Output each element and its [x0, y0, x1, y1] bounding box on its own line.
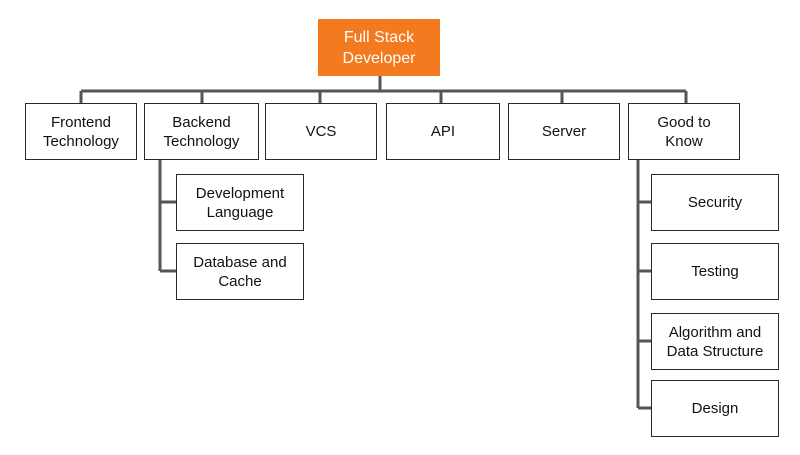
child-label: Algorithm and Data Structure: [666, 323, 764, 360]
category-good-to-know: Good to Know: [628, 103, 740, 160]
root-node-full-stack-developer: Full Stack Developer: [318, 19, 440, 76]
child-design: Design: [651, 380, 779, 437]
category-label: Frontend Technology: [43, 113, 119, 150]
child-label: Testing: [691, 263, 739, 280]
child-label: Design: [691, 400, 739, 417]
category-backend-technology: Backend Technology: [144, 103, 259, 160]
category-label: Server: [541, 123, 587, 140]
category-label: Good to Know: [657, 113, 711, 150]
child-testing: Testing: [651, 243, 779, 300]
category-label: VCS: [305, 123, 337, 140]
category-label: Backend Technology: [163, 113, 240, 150]
root-node-label: Full Stack Developer: [342, 28, 416, 67]
category-frontend-technology: Frontend Technology: [25, 103, 137, 160]
category-api: API: [386, 103, 500, 160]
child-security: Security: [651, 174, 779, 231]
category-vcs: VCS: [265, 103, 377, 160]
child-algorithm-and-data-structure: Algorithm and Data Structure: [651, 313, 779, 370]
child-label: Security: [687, 194, 743, 211]
child-database-and-cache: Database and Cache: [176, 243, 304, 300]
child-label: Development Language: [195, 184, 285, 221]
category-server: Server: [508, 103, 620, 160]
child-development-language: Development Language: [176, 174, 304, 231]
child-label: Database and Cache: [193, 253, 287, 290]
category-label: API: [430, 123, 456, 140]
